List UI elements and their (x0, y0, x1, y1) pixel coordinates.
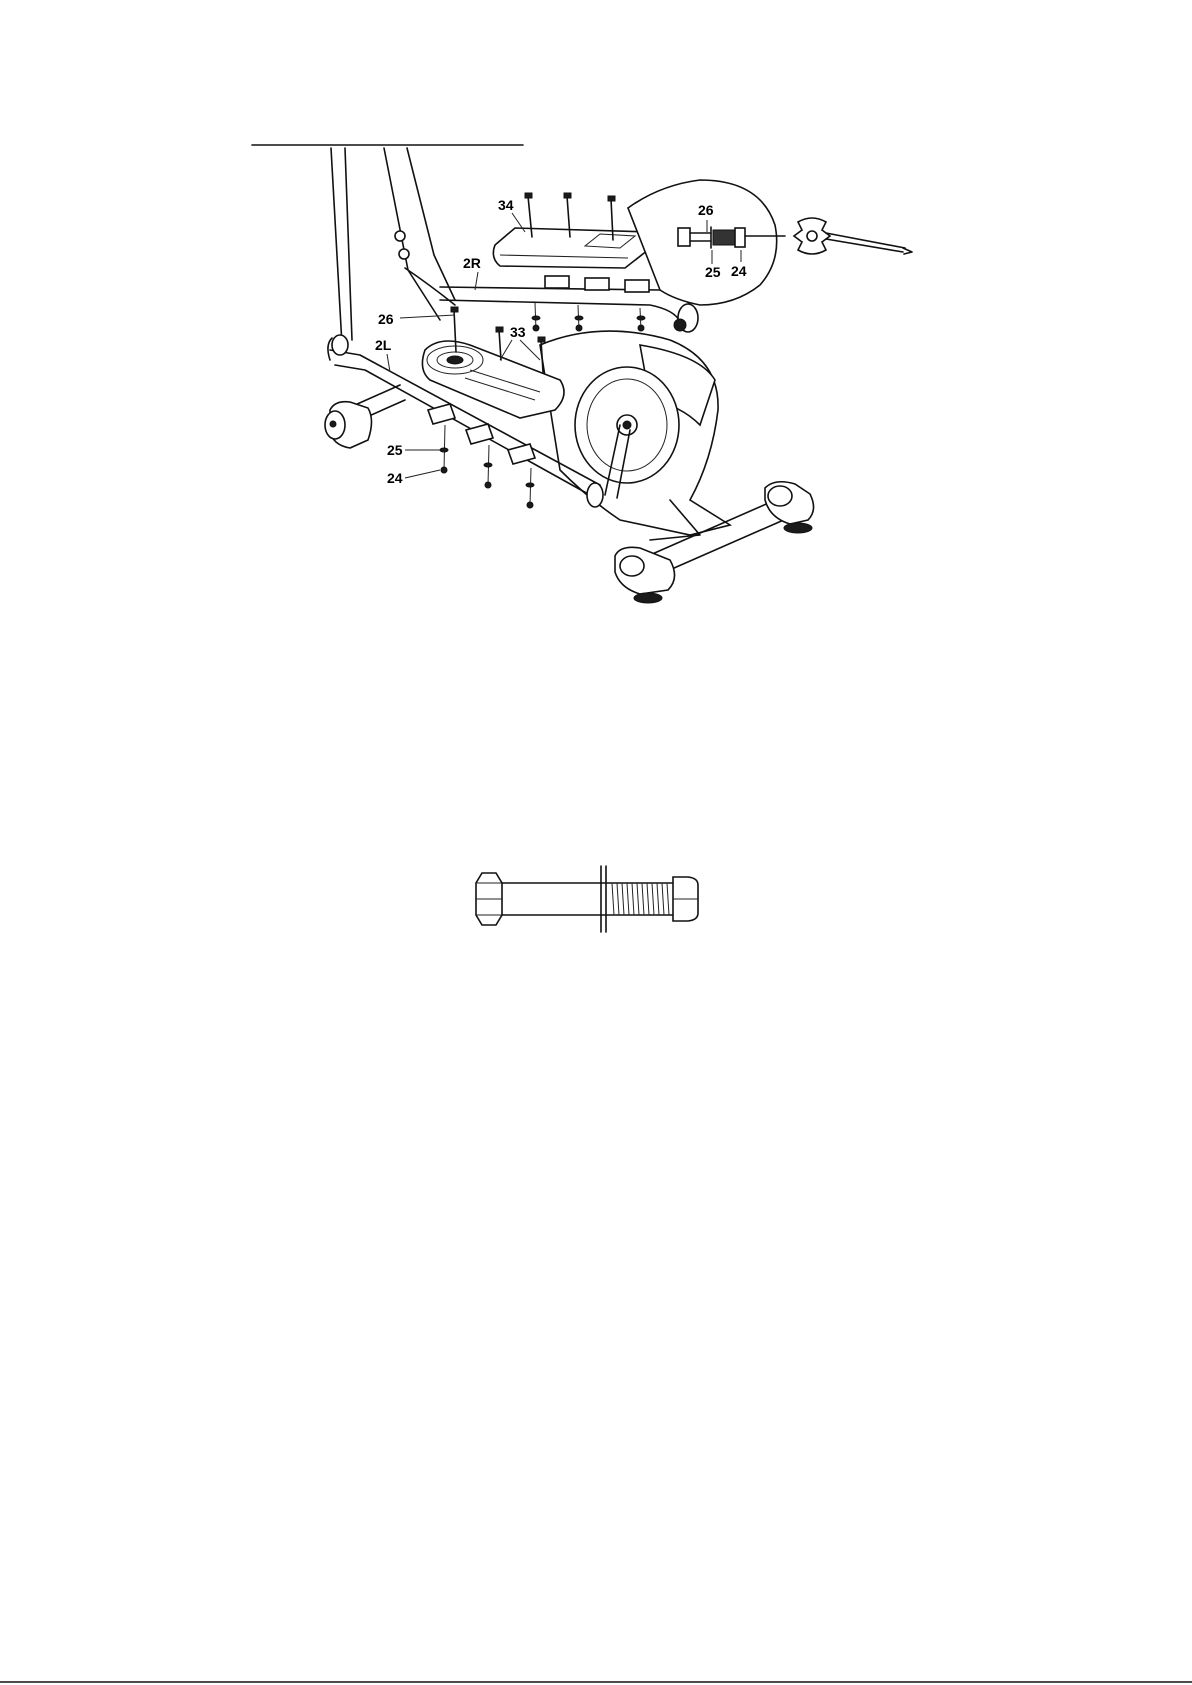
pedal-33 (422, 307, 564, 418)
bolt-thread (606, 883, 673, 915)
label-2L: 2L (375, 337, 392, 353)
detail-bolt (678, 227, 745, 248)
detail-label-25: 25 (705, 264, 721, 280)
handle-post-left (331, 148, 352, 345)
label-34: 34 (498, 197, 514, 213)
callout-24: 24 (387, 470, 440, 486)
rear-stabilizer (325, 385, 405, 448)
rail-2R-hardware (532, 303, 645, 331)
detail-bubble: 26 25 24 (628, 180, 777, 305)
label-33: 33 (510, 324, 526, 340)
flywheel-housing (540, 331, 730, 535)
pedal-34 (493, 193, 654, 268)
bolt-actual-size-diagram (476, 866, 698, 932)
callout-34: 34 (498, 197, 525, 232)
screwdriver-icon (826, 233, 912, 254)
label-26: 26 (378, 311, 394, 327)
callout-2L: 2L (375, 337, 392, 372)
detail-label-24: 24 (731, 263, 747, 279)
callout-25: 25 (387, 442, 440, 458)
handle-post-right (384, 148, 455, 320)
label-24: 24 (387, 470, 403, 486)
callout-26-top: 26 (378, 311, 455, 327)
callout-2R: 2R (463, 255, 481, 290)
label-25: 25 (387, 442, 403, 458)
label-2R: 2R (463, 255, 481, 271)
detail-label-26: 26 (698, 202, 714, 218)
